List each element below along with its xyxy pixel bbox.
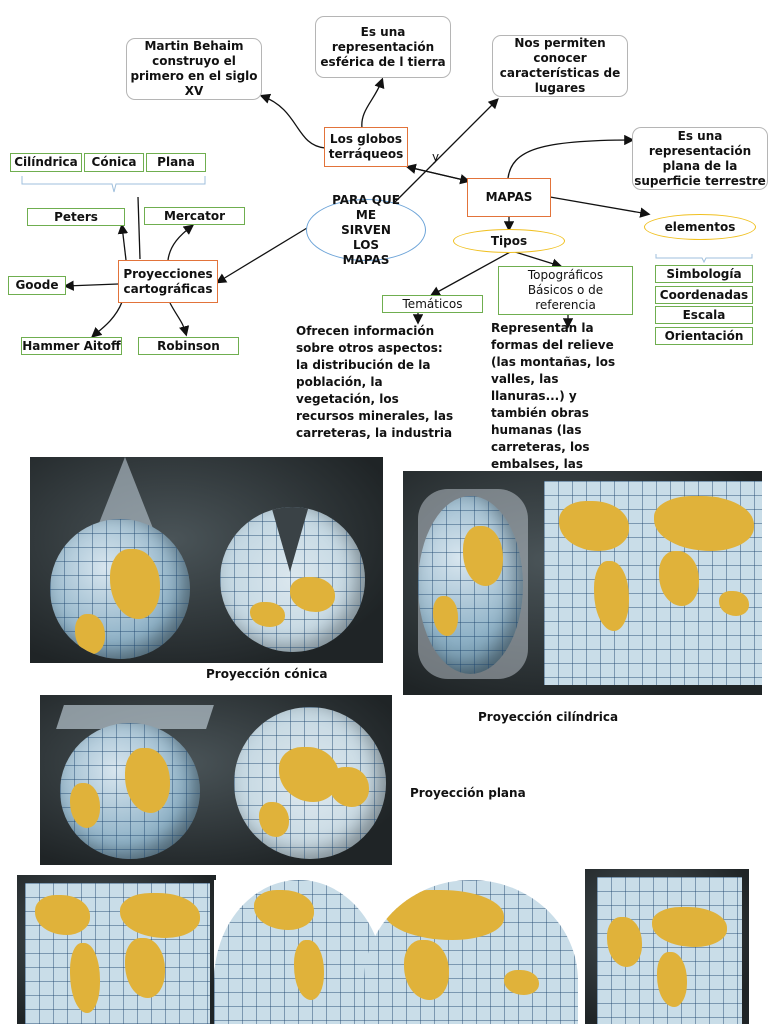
arrow-proj-mercator — [167, 224, 195, 261]
globe-image — [50, 519, 190, 659]
photo-cylindrical-projection — [403, 471, 762, 695]
kind-flat: Plana — [146, 153, 206, 172]
element-item-symbology: Simbología — [655, 265, 753, 283]
kind-label: Plana — [157, 155, 195, 169]
globe-image — [418, 496, 523, 674]
projection-label: Mercator — [163, 208, 226, 223]
element-item-scale: Escala — [655, 306, 753, 324]
projection-label: Goode — [15, 278, 59, 292]
goode-lobe-right — [364, 880, 578, 1024]
projection-robinson: Robinson — [138, 337, 239, 355]
topographic-description: Representan la formas del relieve (las m… — [491, 321, 616, 488]
center-question-text: PARA QUE ME SIRVEN LOS MAPAS — [332, 192, 400, 267]
thematic-text: Temáticos — [402, 296, 463, 311]
photo-map-mercator — [585, 869, 749, 1024]
photo-map-goode — [214, 880, 578, 1024]
arrow-center-places — [394, 98, 499, 203]
photo-flat-projection — [40, 695, 392, 865]
arrow-proj-peters — [117, 223, 129, 261]
kind-conic: Cónica — [84, 153, 144, 172]
projections-text: Proyecciones cartográficas — [123, 266, 213, 296]
arrow-proj-hammer — [91, 301, 123, 338]
topographic-text: Topográficos Básicos o de referencia — [527, 268, 604, 312]
behaim-node: Martin Behaim construyo el primero en el… — [126, 38, 262, 100]
arrow-center-projections — [215, 227, 308, 284]
caption-cylindrical: Proyección cilíndrica — [478, 710, 619, 724]
flat-representation-node: Es una representación plana de la superf… — [632, 127, 768, 190]
behaim-text: Martin Behaim construyo el primero en el… — [130, 39, 258, 98]
maps-text: MAPAS — [485, 190, 533, 204]
thematic-node: Temáticos — [382, 295, 483, 313]
topographic-node: Topográficos Básicos o de referencia — [498, 266, 633, 315]
connector-lines — [21, 77, 753, 338]
thematic-description: Ofrecen información sobre otros aspectos… — [296, 324, 454, 440]
types-text: Tipos — [490, 233, 528, 248]
globes-node: Los globos terráqueos — [324, 127, 408, 167]
arrow-proj-robinson — [169, 302, 190, 337]
projection-goode: Goode — [8, 276, 66, 295]
photo-map-peters — [17, 875, 216, 1024]
conic-map-image — [220, 507, 365, 652]
know-places-node: Nos permiten conocer características de … — [492, 35, 628, 97]
arrow-proj-goode — [63, 280, 119, 291]
flat-representation-text: Es una representación plana de la superf… — [634, 128, 766, 188]
brace-elements — [655, 254, 753, 264]
peters-map-image — [25, 883, 210, 1024]
element-item-coordinates: Coordenadas — [655, 286, 753, 304]
arrow-types-thematic — [429, 250, 513, 297]
arrow-to-globes — [405, 163, 469, 182]
element-item-label: Coordenadas — [659, 287, 749, 302]
goode-lobe-left — [214, 880, 384, 1024]
elements-text: elementos — [664, 219, 736, 234]
projection-label: Hammer Aitoff — [22, 338, 121, 353]
arrow-maps-elements — [549, 196, 651, 218]
globes-text: Los globos terráqueos — [328, 132, 404, 161]
arrow-globes-behaim — [259, 93, 326, 149]
spherical-node: Es una representación esférica de l tier… — [315, 16, 451, 78]
flat-map-image — [234, 707, 386, 859]
elements-node: elementos — [644, 214, 756, 240]
connector-y: y — [432, 150, 440, 164]
projections-node: Proyecciones cartográficas — [118, 260, 218, 303]
projection-peters: Peters — [27, 208, 125, 226]
kind-label: Cónica — [91, 155, 137, 169]
globe-image — [60, 723, 200, 859]
projection-mercator: Mercator — [144, 207, 245, 225]
line-proj-kinds — [137, 196, 141, 260]
arrow-globes-spherical — [361, 77, 385, 129]
kind-label: Cilíndrica — [14, 155, 78, 169]
projection-label: Robinson — [157, 338, 220, 353]
mercator-map-image — [597, 877, 742, 1024]
photo-conic-projection — [30, 457, 383, 663]
maps-node: MAPAS — [467, 178, 551, 217]
element-item-label: Simbología — [666, 266, 742, 281]
element-item-label: Escala — [682, 307, 726, 322]
kind-cylindrical: Cilíndrica — [10, 153, 82, 172]
caption-conic: Proyección cónica — [206, 667, 328, 681]
brace-kinds — [21, 176, 206, 193]
spherical-text: Es una representación esférica de l tier… — [320, 24, 446, 69]
element-item-orientation: Orientación — [655, 327, 753, 345]
caption-flat: Proyección plana — [410, 786, 526, 800]
cylindrical-map-image — [544, 481, 762, 685]
types-node: Tipos — [453, 229, 565, 253]
projection-hammer: Hammer Aitoff — [21, 337, 122, 355]
know-places-text: Nos permiten conocer características de … — [499, 36, 621, 95]
element-item-label: Orientación — [664, 328, 744, 343]
arrow-types-topographic — [511, 250, 563, 269]
projection-label: Peters — [54, 209, 98, 224]
center-question-node: PARA QUE ME SIRVEN LOS MAPAS — [306, 193, 426, 267]
arrow-maps-flat — [507, 134, 635, 179]
